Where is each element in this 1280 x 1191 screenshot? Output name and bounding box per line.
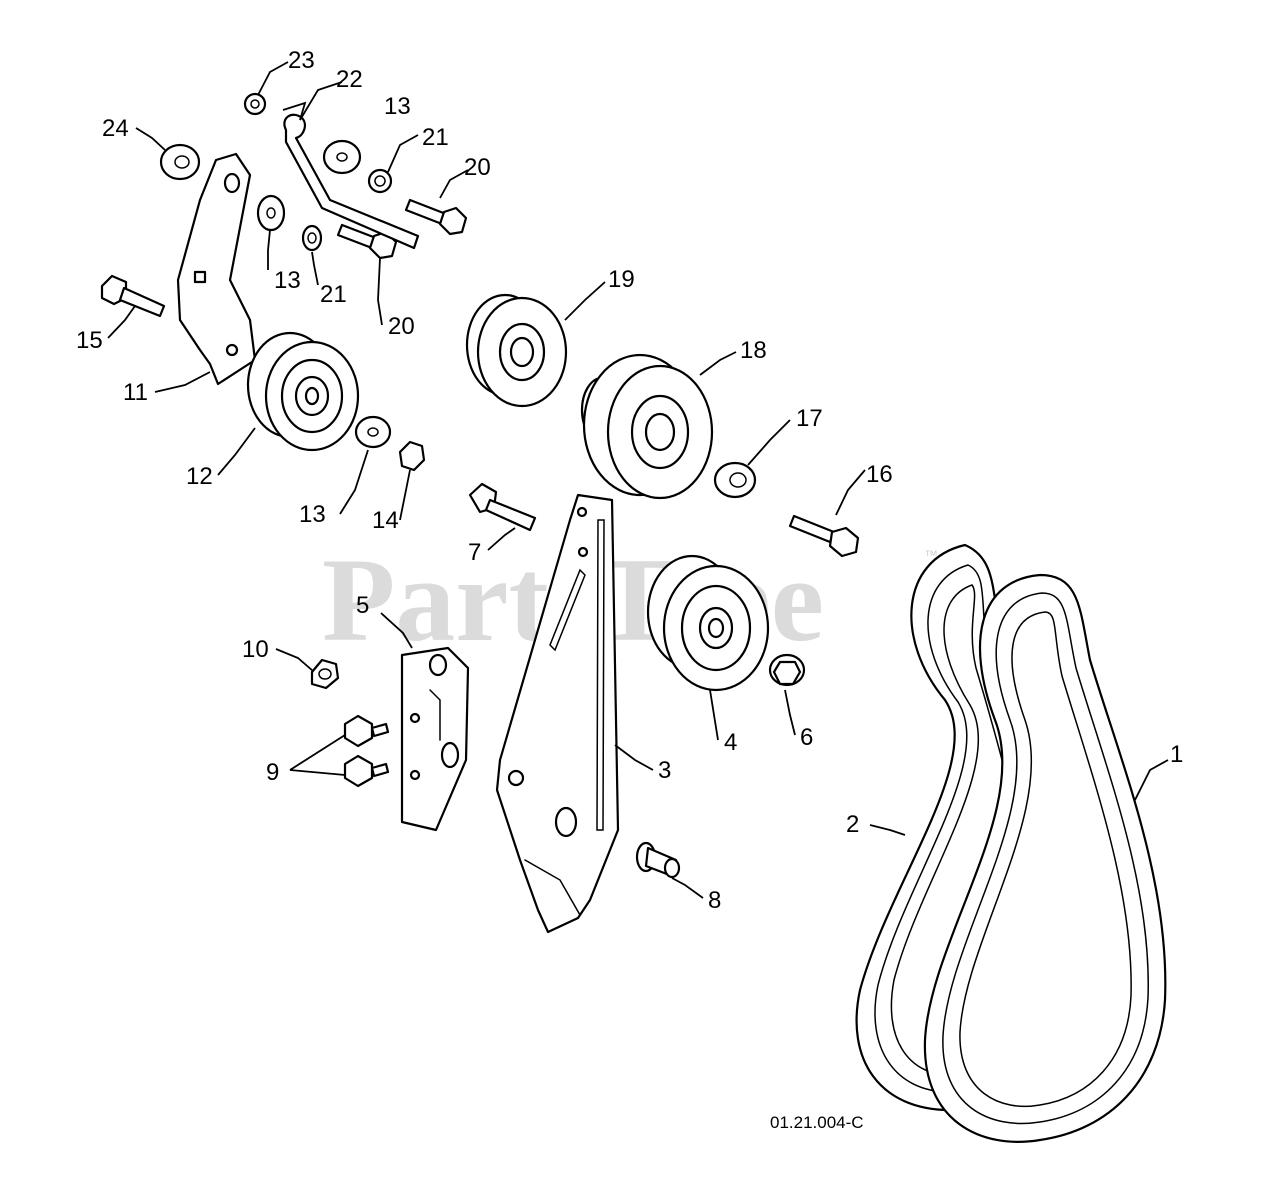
callout-9: 9 (266, 759, 279, 786)
spacer-part-24 (159, 143, 201, 181)
callout-3: 3 (658, 757, 671, 784)
idler-pulley-part-4 (646, 554, 770, 692)
bolt-part-15 (100, 274, 166, 318)
bolt-part-20-upper (404, 198, 468, 236)
callout-1: 1 (1170, 741, 1183, 768)
drawing-code: 01.21.004-C (770, 1113, 864, 1132)
idler-arm-part-3 (495, 493, 620, 934)
bolt-part-16 (788, 514, 860, 558)
callout-11: 11 (123, 379, 148, 406)
screw-part-9-upper (343, 714, 390, 748)
retainer-part-23 (243, 92, 267, 116)
callout-19: 19 (608, 266, 635, 293)
callout-7: 7 (468, 539, 481, 566)
callout-6: 6 (800, 724, 813, 751)
nut-part-14 (398, 440, 426, 472)
callout-21a: 21 (422, 124, 449, 151)
callout-18: 18 (740, 337, 767, 364)
screw-part-9-lower (343, 754, 390, 788)
pulley-part-19 (465, 293, 568, 408)
callout-13b: 13 (274, 267, 301, 294)
washer-part-13-bottom (354, 415, 392, 449)
bracket-part-11 (176, 152, 257, 386)
callout-13c: 13 (299, 501, 326, 528)
lock-washer-part-21-upper (367, 168, 393, 194)
pulley-part-12 (246, 331, 360, 452)
pulley-part-18 (580, 353, 714, 500)
belt-part-1 (923, 573, 1167, 1143)
lock-washer-part-21-lower (301, 224, 323, 252)
nut-part-10 (310, 658, 340, 690)
callout-10: 10 (242, 636, 269, 663)
callout-4: 4 (724, 729, 737, 756)
leader-lines (107, 61, 1169, 899)
nut-part-6 (768, 653, 806, 687)
callout-20a: 20 (464, 154, 491, 181)
callout-20b: 20 (388, 313, 415, 340)
bracket-plate-part-5 (400, 646, 470, 832)
callout-8: 8 (708, 887, 721, 914)
shoulder-bolt-part-8 (635, 841, 681, 879)
callout-23: 23 (288, 47, 315, 74)
callout-16: 16 (866, 461, 893, 488)
callout-17: 17 (796, 405, 823, 432)
rod-part-22 (283, 113, 420, 250)
callout-24: 24 (102, 115, 129, 142)
washer-part-13-left (256, 194, 286, 232)
callout-21b: 21 (320, 281, 347, 308)
bolt-part-7 (468, 482, 537, 532)
callout-5: 5 (356, 592, 369, 619)
callout-2: 2 (846, 811, 859, 838)
callout-13a: 13 (384, 93, 411, 120)
callout-22: 22 (336, 66, 363, 93)
callout-12: 12 (186, 463, 213, 490)
callout-15: 15 (76, 327, 103, 354)
spacer-part-17 (713, 461, 757, 499)
callout-14: 14 (372, 507, 399, 534)
washer-part-13-top (322, 139, 362, 175)
